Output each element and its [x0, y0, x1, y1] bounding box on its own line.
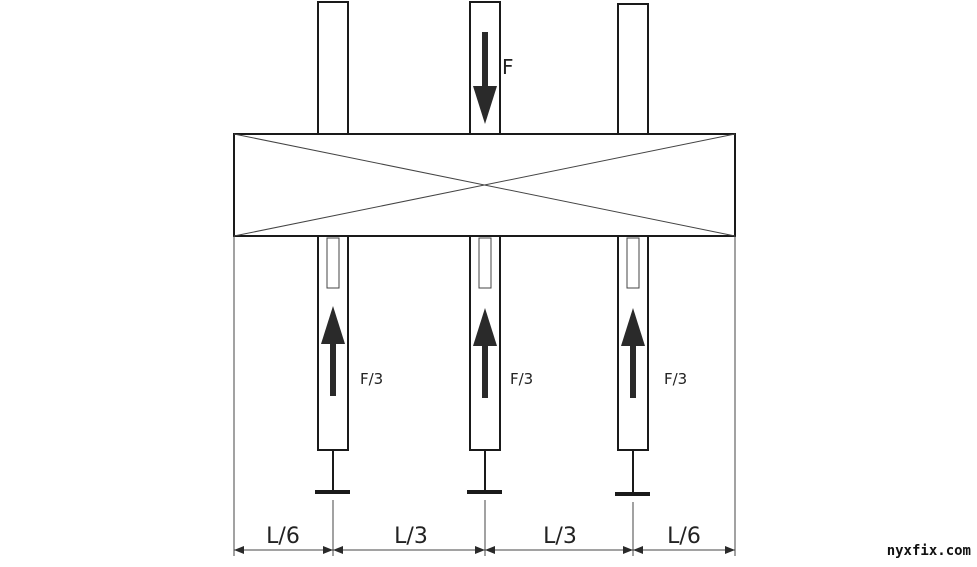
- watermark-text: nyxfix.com: [886, 543, 971, 559]
- spacing-label-3: L/3: [543, 524, 577, 549]
- applied-force-arrow: [473, 32, 497, 124]
- spacing-label-2: L/3: [394, 524, 428, 549]
- spacing-label-1: L/6: [266, 524, 300, 549]
- support-center: [467, 235, 502, 494]
- upper-column-left: [317, 1, 349, 135]
- support-force-arrow-right: [621, 308, 645, 398]
- support-right: [615, 235, 650, 496]
- support-force-label-right: F/3: [664, 370, 687, 388]
- upper-column-right: [617, 3, 649, 135]
- support-left: [315, 235, 350, 494]
- support-force-arrow-center: [473, 308, 497, 398]
- spacing-label-4: L/6: [667, 524, 701, 549]
- support-force-arrow-left: [321, 306, 345, 396]
- support-force-label-left: F/3: [360, 370, 383, 388]
- applied-force-label: F: [502, 55, 514, 79]
- beam-block: [233, 133, 736, 237]
- support-force-label-center: F/3: [510, 370, 533, 388]
- dimension-extension-lines: [233, 236, 736, 556]
- dimension-line: [234, 546, 735, 554]
